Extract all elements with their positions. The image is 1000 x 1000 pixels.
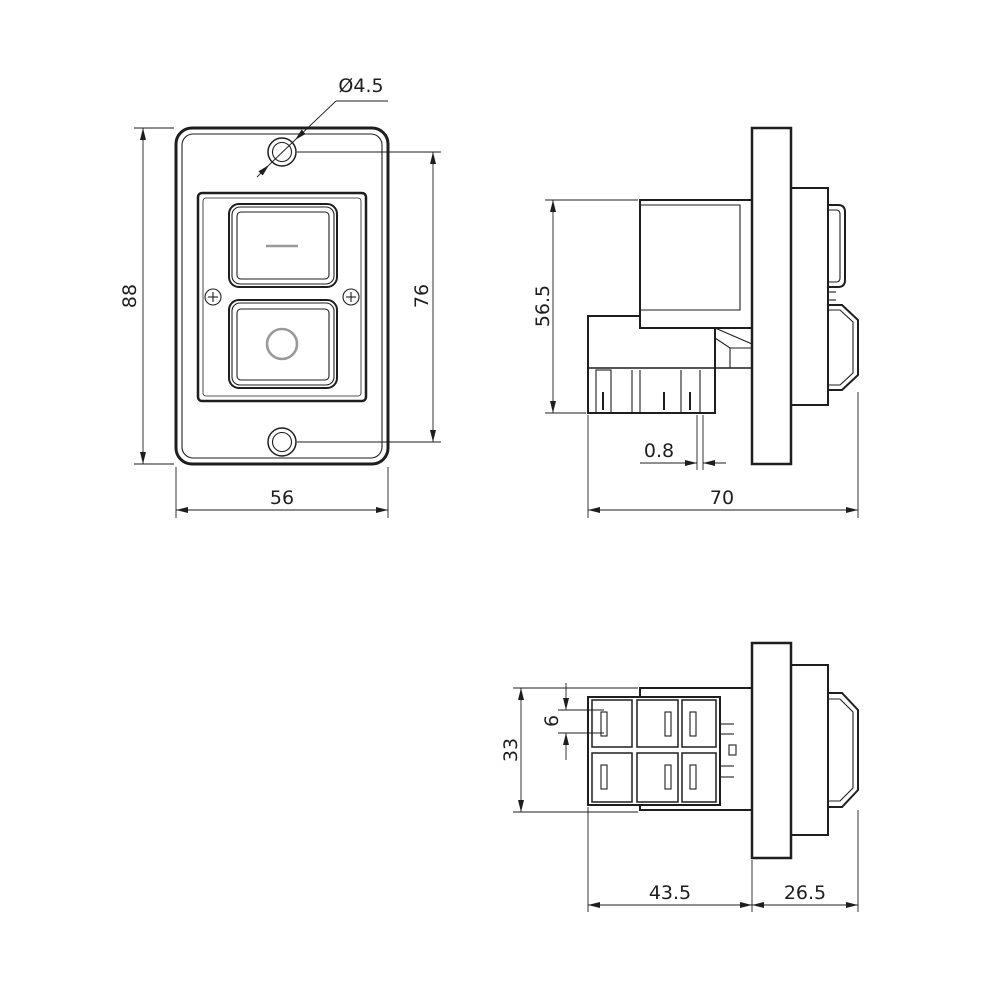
button-profile bbox=[828, 692, 859, 808]
upper-mounting-hole bbox=[267, 137, 297, 167]
overall-width-dimension: 56 bbox=[175, 467, 389, 518]
taper-edge bbox=[714, 327, 753, 345]
bottom-width-label: 33 bbox=[500, 738, 522, 762]
side-view: 56.5 0.8 70 bbox=[532, 126, 859, 518]
body-taper bbox=[714, 327, 753, 368]
terminal-block bbox=[587, 315, 716, 414]
hole-outer-ring bbox=[267, 427, 297, 457]
terminal-cell bbox=[681, 699, 717, 748]
start-button-bezel bbox=[231, 206, 335, 285]
terminal-slot bbox=[595, 369, 612, 414]
terminal-block bbox=[587, 696, 721, 806]
button-housing bbox=[791, 187, 829, 406]
terminal-slot bbox=[689, 764, 697, 790]
overall-height-dimension: 88 bbox=[119, 127, 174, 465]
switch-body bbox=[639, 199, 753, 329]
switch-body-inner-edge bbox=[640, 204, 741, 311]
rear-depth-dimension: 43.5 bbox=[587, 807, 753, 912]
overall-depth-label: 70 bbox=[710, 487, 734, 509]
overall-height-label: 88 bbox=[119, 284, 141, 308]
terminal-slot bbox=[689, 711, 697, 737]
switch-panel-inner-edge bbox=[202, 197, 362, 397]
overall-depth-dimension: 70 bbox=[587, 392, 859, 518]
hole-diameter-callout: Ø4.5 bbox=[256, 75, 388, 178]
stop-button-profile-inner bbox=[828, 309, 854, 386]
hole-outer-ring bbox=[267, 137, 297, 167]
stop-button-bezel bbox=[231, 302, 335, 386]
callout-leader-through bbox=[268, 139, 296, 166]
terminal-slot bbox=[600, 764, 608, 790]
right-panel-screw bbox=[342, 288, 360, 306]
button-housing bbox=[790, 664, 829, 836]
hole-spacing-dimension: 76 bbox=[297, 151, 441, 443]
front-view: Ø4.5 88 76 56 bbox=[119, 75, 441, 518]
hole-diameter-label: Ø4.5 bbox=[338, 75, 383, 97]
hole-inner-ring bbox=[271, 431, 293, 453]
switch-panel-outline bbox=[196, 191, 368, 403]
terminal-cell bbox=[636, 752, 679, 803]
mounting-plate-inner-edge bbox=[181, 133, 383, 459]
terminal-pitch-label: 6 bbox=[541, 715, 563, 727]
front-depth-label: 26.5 bbox=[784, 882, 826, 904]
lower-mounting-hole bbox=[267, 427, 297, 457]
start-button-frame bbox=[228, 203, 338, 288]
button-profile-inner bbox=[828, 698, 854, 802]
terminal-slot bbox=[664, 711, 672, 737]
left-panel-screw bbox=[204, 288, 222, 306]
start-button-face bbox=[236, 211, 330, 280]
callout-leader bbox=[294, 100, 337, 141]
start-button bbox=[228, 203, 338, 288]
overall-width-label: 56 bbox=[270, 487, 294, 509]
side-height-dimension: 56.5 bbox=[532, 199, 638, 414]
terminal-pitch-dimension: 6 bbox=[541, 683, 604, 760]
terminal-slot bbox=[600, 711, 608, 737]
mounting-plate-outline bbox=[174, 126, 390, 466]
terminal-cell bbox=[591, 752, 633, 803]
rear-depth-label: 43.5 bbox=[649, 882, 691, 904]
gap-dimension: 0.8 bbox=[640, 415, 726, 470]
mounting-flange bbox=[750, 641, 793, 860]
start-button-profile bbox=[828, 204, 846, 288]
callout-leader-tail bbox=[256, 164, 270, 178]
stop-button bbox=[228, 299, 338, 389]
terminal-cells bbox=[591, 699, 717, 803]
bottom-width-dimension: 33 bbox=[500, 687, 638, 813]
stop-button-face bbox=[236, 308, 330, 381]
screw-head bbox=[204, 288, 222, 306]
contact-tabs bbox=[720, 723, 737, 778]
stop-button-frame bbox=[228, 299, 338, 389]
side-height-label: 56.5 bbox=[532, 285, 554, 327]
hole-spacing-label: 76 bbox=[411, 284, 433, 308]
terminal-slot bbox=[664, 764, 672, 790]
front-depth-dimension: 26.5 bbox=[752, 810, 859, 912]
terminal-slots bbox=[595, 369, 701, 414]
taper-step bbox=[714, 337, 752, 349]
gap-label: 0.8 bbox=[644, 440, 674, 462]
terminal-cell bbox=[591, 699, 633, 748]
stop-button-profile bbox=[828, 304, 859, 391]
hole-inner-ring bbox=[271, 141, 293, 163]
stop-symbol-circle bbox=[265, 327, 299, 361]
mounting-flange bbox=[750, 126, 793, 466]
screw-head bbox=[342, 288, 360, 306]
start-button-profile-inner bbox=[828, 209, 841, 283]
bottom-view: 33 6 43.5 26.5 bbox=[500, 641, 859, 912]
terminal-cell bbox=[681, 752, 717, 803]
terminal-cell bbox=[636, 699, 679, 748]
contact-tab bbox=[728, 744, 737, 756]
